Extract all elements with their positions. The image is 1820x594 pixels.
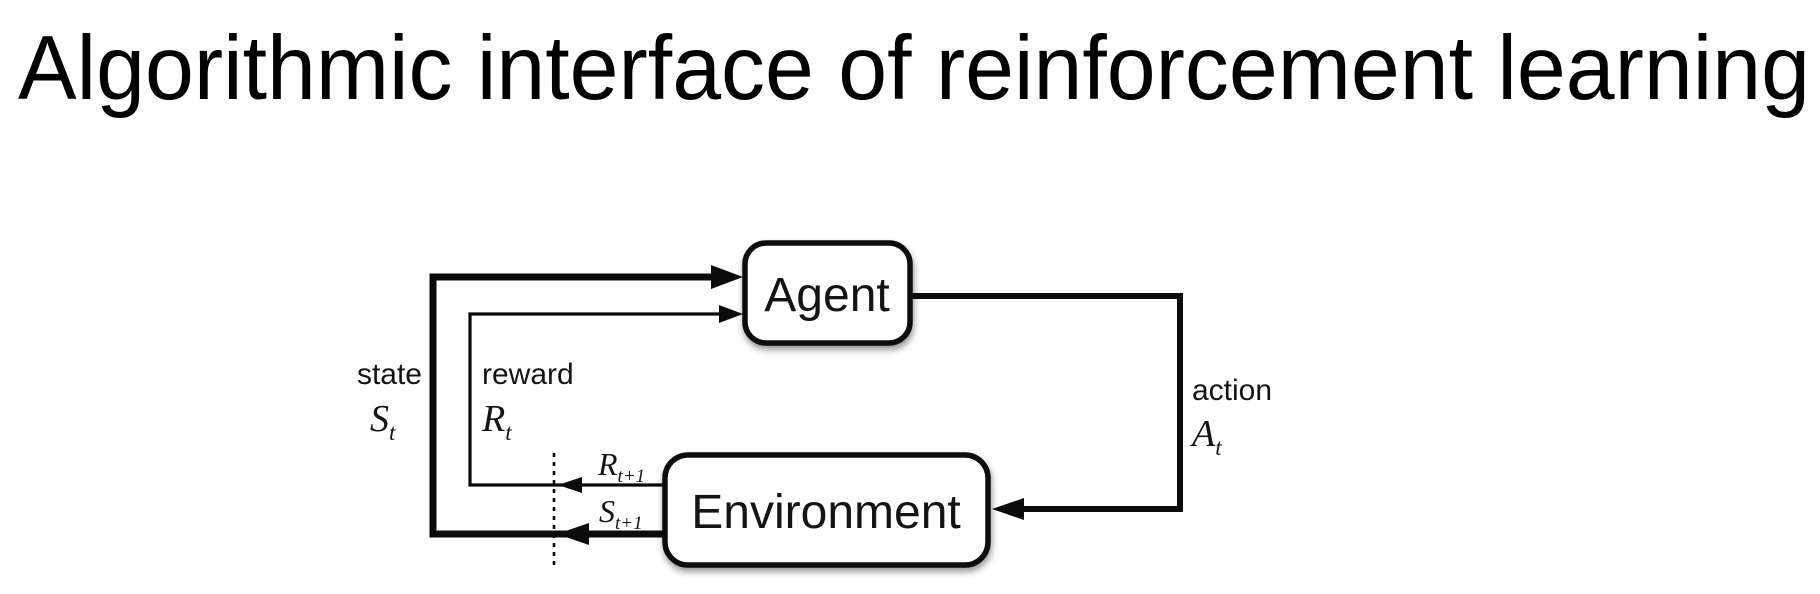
next-state-symbol: St+1 bbox=[599, 493, 643, 534]
state-symbol-main: S bbox=[370, 398, 389, 440]
action-label: action bbox=[1192, 374, 1272, 407]
environment-label: Environment bbox=[691, 486, 960, 539]
slide-title: Algorithmic interface of reinforcement l… bbox=[18, 18, 1810, 119]
action-symbol-sub: t bbox=[1215, 435, 1222, 460]
action-loop-line bbox=[910, 293, 1183, 512]
action-arrowhead bbox=[992, 498, 1024, 520]
state-symbol-sub: t bbox=[389, 420, 396, 445]
reward-symbol: Rt bbox=[481, 398, 512, 445]
next-state-arrowhead bbox=[557, 523, 589, 545]
next-state-symbol-sub: t+1 bbox=[615, 513, 643, 534]
action-symbol-main: A bbox=[1189, 413, 1216, 455]
environment-box bbox=[662, 452, 991, 568]
next-reward-symbol-main: R bbox=[597, 446, 618, 482]
reward-arrowhead bbox=[719, 305, 743, 323]
state-symbol: St bbox=[370, 398, 396, 445]
reward-symbol-main: R bbox=[481, 398, 505, 440]
agent-box bbox=[742, 240, 913, 346]
reward-symbol-sub: t bbox=[505, 420, 512, 445]
state-loop-line bbox=[429, 273, 714, 538]
next-reward-arrowhead bbox=[558, 477, 582, 493]
state-label: state bbox=[357, 358, 422, 391]
next-reward-symbol-sub: t+1 bbox=[618, 466, 646, 487]
reward-label: reward bbox=[482, 358, 574, 391]
action-symbol: At bbox=[1189, 413, 1222, 460]
next-reward-symbol: Rt+1 bbox=[597, 446, 645, 487]
state-arrowhead bbox=[711, 265, 743, 289]
next-state-symbol-main: S bbox=[599, 493, 615, 529]
agent-label: Agent bbox=[764, 269, 889, 322]
